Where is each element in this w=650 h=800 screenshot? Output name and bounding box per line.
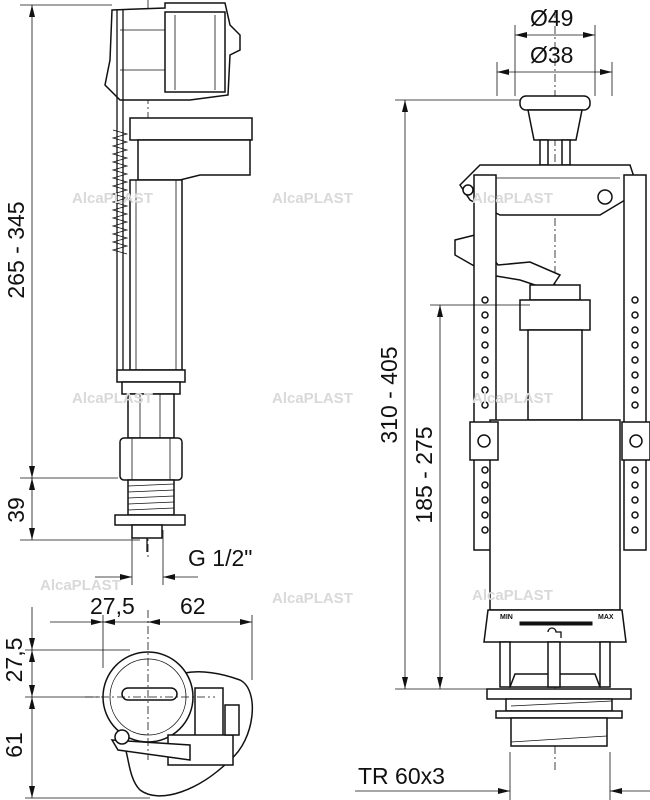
drawing-line: [481, 481, 489, 489]
drawing-line: [631, 296, 639, 304]
drawing-line: [561, 139, 571, 166]
drawing-line: [116, 369, 186, 383]
drawing-line: [510, 700, 613, 743]
drawing-line: [505, 698, 613, 712]
drawing-line: [519, 95, 591, 111]
drawing-line: [631, 386, 639, 394]
flush-valve-side-view: MIN MAX: [454, 10, 650, 770]
drawing-line: [495, 710, 623, 719]
fill-valve-height-label: 265 - 345: [3, 201, 29, 298]
drawing-line: [629, 434, 643, 448]
drawing-line: [529, 284, 581, 301]
button-inner-diameter-label: Ø38: [530, 42, 573, 68]
watermark-logo: AlcaPLAST: [472, 190, 553, 207]
drawing-line: [127, 393, 175, 439]
top-view-offset-y-label: 27,5: [1, 638, 27, 683]
top-view-width-label: 62: [180, 593, 206, 619]
drawing-line: [114, 514, 186, 526]
drawing-line: [110, 739, 191, 761]
drawing-line: [483, 609, 627, 643]
drawing-line: [127, 483, 175, 511]
drawing-line: [527, 109, 583, 141]
drawing-line: [527, 329, 583, 421]
fill-valve-dimensions: 265 - 345 39 G 1/2": [3, 4, 252, 585]
drawing-line: [599, 641, 611, 688]
watermark-logo: AlcaPLAST: [272, 590, 353, 607]
flush-valve-dimensions: Ø49 Ø38 310 - 405 185 - 275 TR 60x3: [355, 5, 650, 800]
drawing-line: [631, 341, 639, 349]
drawing-line: [481, 371, 489, 379]
drawing-line: [131, 524, 163, 539]
drawing-line: [121, 687, 178, 701]
overflow-height-label: 185 - 275: [411, 426, 437, 523]
drawing-line: [631, 481, 639, 489]
drawing-line: [539, 139, 549, 166]
drawing-line: [481, 356, 489, 364]
drawing-line: [519, 299, 591, 331]
drawing-line: [111, 129, 129, 255]
drawing-line: [129, 117, 253, 141]
watermark-logo: AlcaPLAST: [72, 190, 153, 207]
drawing-line: [519, 621, 593, 626]
drawing-line: [481, 326, 489, 334]
watermark-logo: AlcaPLAST: [272, 390, 353, 407]
drawing-line: [114, 729, 130, 745]
drawing-line: [481, 341, 489, 349]
drawing-line: [499, 641, 511, 688]
drawing-line: [481, 311, 489, 319]
drawing-line: [481, 386, 489, 394]
drawing-line: [486, 688, 632, 700]
top-view-depth-label: 61: [1, 732, 27, 758]
drawing-line: [631, 401, 639, 409]
drawing-line: [547, 641, 561, 688]
drawing-line: [631, 311, 639, 319]
drawing-line: [481, 401, 489, 409]
drawing-line: [454, 234, 562, 291]
button-outer-diameter-label: Ø49: [530, 5, 573, 31]
rail-holes: [481, 296, 639, 534]
drawing-line: [631, 356, 639, 364]
drawing-line: [481, 496, 489, 504]
drawing-line: [631, 511, 639, 519]
drawing-line: [481, 526, 489, 534]
drawing-line: [631, 326, 639, 334]
drawing-line: [597, 189, 613, 205]
watermark-logo: AlcaPLAST: [272, 190, 353, 207]
top-view-offset-x-label: 27,5: [90, 593, 135, 619]
watermark-logo: AlcaPLAST: [40, 577, 121, 594]
drawing-line: [631, 496, 639, 504]
drawing-line: [631, 526, 639, 534]
connection-thread-label: G 1/2": [188, 545, 252, 571]
scale-min-label: MIN: [500, 614, 513, 621]
drawing-line: [462, 184, 474, 196]
fill-valve-side-view: [104, 0, 253, 560]
thread-spec-label: TR 60x3: [358, 763, 445, 789]
drawing-line: [481, 466, 489, 474]
drawing-line: [137, 139, 251, 181]
drawing-line: [477, 434, 491, 448]
drawing-line: [129, 179, 183, 371]
drawing-line: [547, 627, 562, 638]
drawing-line: [481, 511, 489, 519]
drawing-line: [510, 717, 608, 747]
drawing-line: [489, 419, 621, 611]
watermark-logo: AlcaPLAST: [472, 390, 553, 407]
drawing-line: [119, 437, 183, 481]
drawing-line: [224, 704, 240, 736]
drawing-line: [631, 371, 639, 379]
scale-max-label: MAX: [598, 614, 614, 621]
drawing-line: [631, 466, 639, 474]
watermark-logos: AlcaPLAST AlcaPLAST AlcaPLAST AlcaPLAST …: [40, 190, 553, 607]
fill-valve-top-view: [85, 610, 253, 797]
drawing-line: [164, 11, 226, 93]
watermark-logo: AlcaPLAST: [72, 390, 153, 407]
drawing-line: [481, 296, 489, 304]
top-view-dimensions: 27,5 62 27,5 61: [1, 593, 253, 799]
watermark-logo: AlcaPLAST: [472, 587, 553, 604]
flush-valve-height-label: 310 - 405: [376, 346, 402, 443]
fill-valve-thread-height-label: 39: [3, 497, 29, 523]
